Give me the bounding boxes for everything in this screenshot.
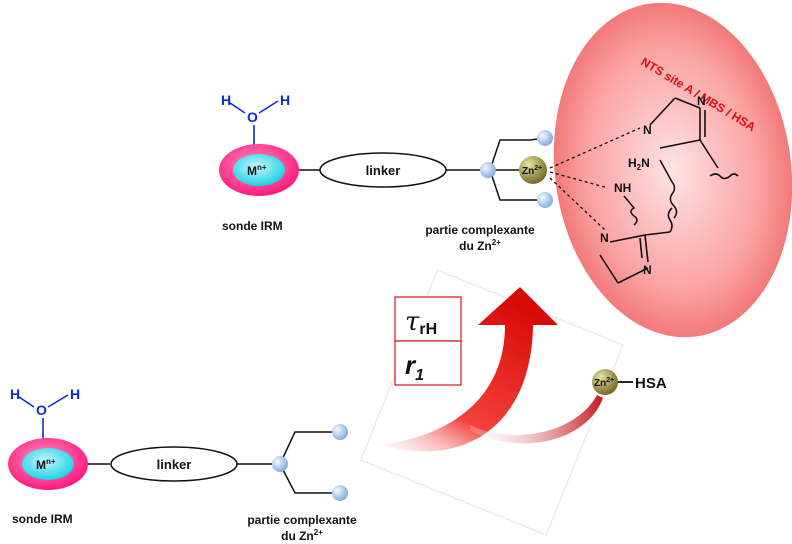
- top-chelator-bead-upper: [537, 130, 553, 146]
- r1-box: [394, 340, 462, 386]
- bottom-chelator: partie complexante du Zn2+: [247, 424, 357, 543]
- top-probe-caption: sonde IRM: [222, 219, 283, 233]
- tau-label: τrH: [405, 307, 437, 338]
- bottom-probe: H O H Mn+ sonde IRM linker: [8, 386, 272, 526]
- top-metal-label: Mn+: [247, 163, 267, 178]
- binding-site-ellipse: [553, 2, 792, 338]
- free-zinc-ion: [592, 369, 618, 395]
- atom-n-upper-2: N: [697, 94, 706, 108]
- bottom-probe-inner: [22, 448, 74, 480]
- bottom-water-h-right: H: [70, 386, 80, 402]
- top-probe: H O H Mn+ sonde IRM linker: [219, 92, 480, 233]
- amine-h2n-bond: [659, 159, 678, 219]
- top-water-o: O: [247, 109, 258, 125]
- tau-box: [394, 296, 462, 342]
- free-zinc-label: Zn2+: [594, 377, 614, 389]
- top-probe-inner: [233, 154, 285, 186]
- amine-nh: NH: [614, 181, 638, 226]
- top-chelator-caption-1: partie complexante: [425, 223, 535, 237]
- amine-h2n: H2N: [628, 156, 678, 219]
- top-linker-label: linker: [366, 163, 401, 178]
- top-zinc-label: Zn2+: [522, 165, 542, 177]
- top-water-h-left: H: [221, 92, 231, 108]
- bottom-water-h-left: H: [10, 386, 20, 402]
- bottom-water-o: O: [36, 402, 47, 418]
- zn-hsa: Zn2+ HSA: [470, 369, 667, 444]
- bottom-chelator-caption-1: partie complexante: [247, 513, 357, 527]
- atom-n-lower-2: N: [643, 263, 652, 277]
- big-red-arrow: [381, 287, 558, 452]
- bottom-chelator-node: [272, 456, 288, 472]
- bottom-metal-label: Mn+: [36, 457, 56, 472]
- imidazole-lower: [599, 207, 673, 284]
- atom-nh: NH: [614, 181, 631, 195]
- coordination-bonds: [549, 127, 641, 231]
- parameter-boxes: τrH r1: [394, 296, 462, 386]
- top-chelator-node: [480, 162, 496, 178]
- bottom-chelator-bead-upper: [332, 424, 348, 440]
- r1-label: r1: [405, 350, 424, 384]
- atom-n-upper-1: N: [643, 123, 652, 137]
- atom-h2n-h: H2N: [628, 156, 650, 172]
- binding-site: NTS site A / MBS / HSA N N H2N NH: [549, 2, 792, 338]
- zn-hsa-curve-arrow: [470, 395, 603, 444]
- bottom-probe-caption: sonde IRM: [12, 512, 73, 526]
- bottom-chelator-caption-2: du Zn2+: [281, 528, 323, 543]
- hsa-label: HSA: [635, 375, 667, 392]
- top-zinc-ion: [519, 156, 547, 184]
- amine-nh-bond: [623, 195, 638, 226]
- atom-n-lower-1: N: [600, 231, 609, 245]
- imidazole-upper: [649, 97, 739, 180]
- bottom-linker-label: linker: [157, 457, 192, 472]
- top-chelator: Zn2+ partie complexante du Zn2+: [425, 130, 553, 253]
- top-water-h-right: H: [280, 92, 290, 108]
- top-chelator-caption-2: du Zn2+: [459, 238, 501, 253]
- bottom-chelator-bead-lower: [332, 485, 348, 501]
- top-chelator-bead-lower: [537, 192, 553, 208]
